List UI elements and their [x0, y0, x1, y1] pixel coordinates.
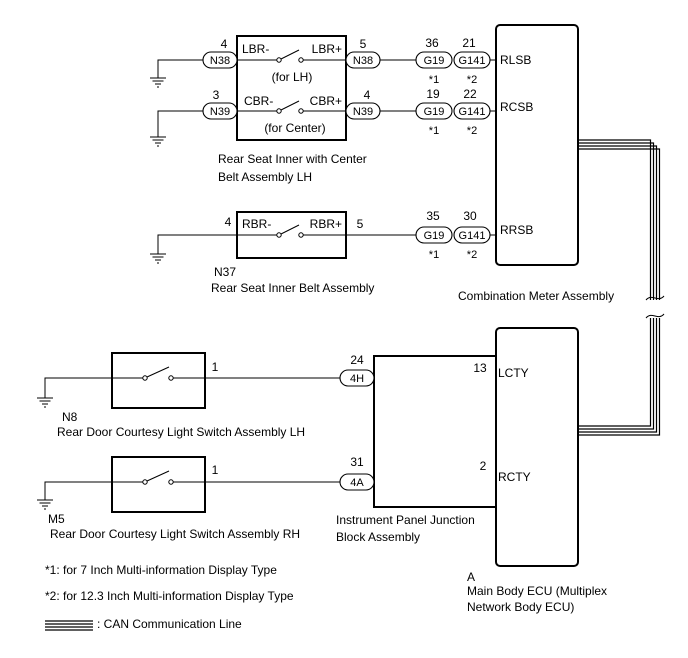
- label-cbr-minus: CBR-: [244, 94, 273, 108]
- pin-n37-right: 5: [357, 217, 364, 231]
- lbr-switch-icon: [276, 49, 304, 63]
- connector-g141-rlsb: G141: [453, 51, 491, 69]
- ground-symbol-rh-door: [37, 481, 112, 510]
- svg-text:N38: N38: [353, 55, 373, 67]
- svg-text:G141: G141: [459, 55, 486, 67]
- pin-lcty: 13: [473, 361, 487, 375]
- pin-g19-rcsb: 19: [426, 87, 440, 101]
- connector-n38-right: N38: [345, 51, 381, 69]
- legend-note-star2: *2: for 12.3 Inch Multi-information Disp…: [45, 589, 294, 603]
- label-rbr-plus: RBR+: [310, 217, 342, 231]
- svg-text:N38: N38: [210, 55, 230, 67]
- svg-text:N39: N39: [353, 106, 373, 118]
- terminal-rcty: RCTY: [498, 470, 531, 484]
- lh-door-switch-icon: [142, 366, 174, 381]
- note-star1-rrsb: *1: [429, 249, 439, 261]
- n8-code: N8: [62, 410, 78, 424]
- note-star2-rcsb: *2: [467, 125, 477, 137]
- connector-n39-right: N39: [345, 102, 381, 120]
- legend-note-star1: *1: for 7 Inch Multi-information Display…: [45, 563, 277, 577]
- label-lbr-minus: LBR-: [242, 42, 269, 56]
- pin-n37-left: 4: [225, 215, 232, 229]
- pin-n8-switch: 1: [212, 360, 219, 374]
- connector-g19-rcsb: G19: [415, 102, 453, 120]
- rh-door-switch-box: [111, 456, 206, 513]
- pin-4a: 31: [350, 455, 364, 469]
- m5-name: Rear Door Courtesy Light Switch Assembly…: [50, 527, 300, 541]
- pin-n38-left: 4: [221, 37, 228, 51]
- note-star1-rlsb: *1: [429, 74, 439, 86]
- rh-door-switch-icon: [142, 470, 174, 485]
- pin-g141-rlsb: 21: [462, 36, 476, 50]
- pin-rcty: 2: [480, 459, 487, 473]
- svg-text:4H: 4H: [350, 373, 364, 385]
- rbr-switch-icon: [276, 224, 304, 238]
- legend-can-line-symbol: [45, 620, 93, 631]
- combination-meter-name: Combination Meter Assembly: [458, 289, 614, 303]
- pin-4h: 24: [350, 353, 364, 367]
- n37-code: N37: [214, 265, 236, 279]
- m5-code: M5: [48, 512, 65, 526]
- ground-symbol-rrsb: [150, 234, 237, 264]
- cbr-switch-icon: [276, 100, 304, 114]
- pin-m5-switch: 1: [212, 463, 219, 477]
- svg-text:G19: G19: [424, 106, 445, 118]
- center-belt-name-line2: Belt Assembly LH: [218, 170, 312, 184]
- connector-g19-rrsb: G19: [415, 226, 453, 244]
- ground-symbol-lh-door: [37, 377, 112, 408]
- ecu-code: A: [467, 570, 475, 584]
- svg-text:G19: G19: [424, 55, 445, 67]
- legend-can-label: : CAN Communication Line: [97, 617, 242, 631]
- connector-n39-left: N39: [202, 102, 238, 120]
- connector-g19-rlsb: G19: [415, 51, 453, 69]
- instrument-panel-junction-block-box: [373, 355, 497, 508]
- terminal-rlsb: RLSB: [500, 53, 531, 67]
- connector-4a: 4A: [339, 473, 375, 491]
- combination-meter-box: [495, 24, 579, 266]
- note-star1-rcsb: *1: [429, 125, 439, 137]
- label-for-center: (for Center): [264, 121, 325, 135]
- svg-text:G19: G19: [424, 230, 445, 242]
- pin-n38-right: 5: [360, 37, 367, 51]
- svg-text:G141: G141: [459, 106, 486, 118]
- ground-symbol-rlsb: [150, 59, 203, 88]
- label-lbr-plus: LBR+: [312, 42, 342, 56]
- ecu-name-line2: Network Body ECU): [467, 600, 574, 614]
- main-body-ecu-box: [495, 327, 579, 567]
- ipjb-name-line1: Instrument Panel Junction: [336, 513, 475, 527]
- connector-n38-left: N38: [202, 51, 238, 69]
- terminal-rcsb: RCSB: [500, 100, 533, 114]
- svg-text:N39: N39: [210, 106, 230, 118]
- label-cbr-plus: CBR+: [310, 94, 342, 108]
- label-for-lh: (for LH): [272, 70, 313, 84]
- ground-symbol-rcsb: [150, 110, 203, 147]
- note-star2-rrsb: *2: [467, 249, 477, 261]
- n37-name: Rear Seat Inner Belt Assembly: [211, 281, 374, 295]
- note-star2-rlsb: *2: [467, 74, 477, 86]
- lh-door-switch-box: [111, 352, 206, 409]
- center-belt-name-line1: Rear Seat Inner with Center: [218, 152, 367, 166]
- ipjb-name-line2: Block Assembly: [336, 530, 420, 544]
- connector-4h: 4H: [339, 369, 375, 387]
- n8-name: Rear Door Courtesy Light Switch Assembly…: [57, 425, 305, 439]
- ecu-name-line1: Main Body ECU (Multiplex: [467, 584, 607, 598]
- connector-g141-rcsb: G141: [453, 102, 491, 120]
- svg-text:G141: G141: [459, 230, 486, 242]
- label-rbr-minus: RBR-: [242, 217, 271, 231]
- terminal-rrsb: RRSB: [500, 223, 533, 237]
- terminal-lcty: LCTY: [498, 366, 529, 380]
- can-communication-line: [578, 139, 666, 436]
- svg-text:4A: 4A: [350, 477, 364, 489]
- pin-g19-rrsb: 35: [426, 209, 440, 223]
- connector-g141-rrsb: G141: [453, 226, 491, 244]
- pin-g19-rlsb: 36: [425, 36, 439, 50]
- pin-g141-rcsb: 22: [463, 87, 477, 101]
- pin-g141-rrsb: 30: [463, 209, 477, 223]
- pin-n39-right: 4: [364, 88, 371, 102]
- pin-n39-left: 3: [213, 88, 220, 102]
